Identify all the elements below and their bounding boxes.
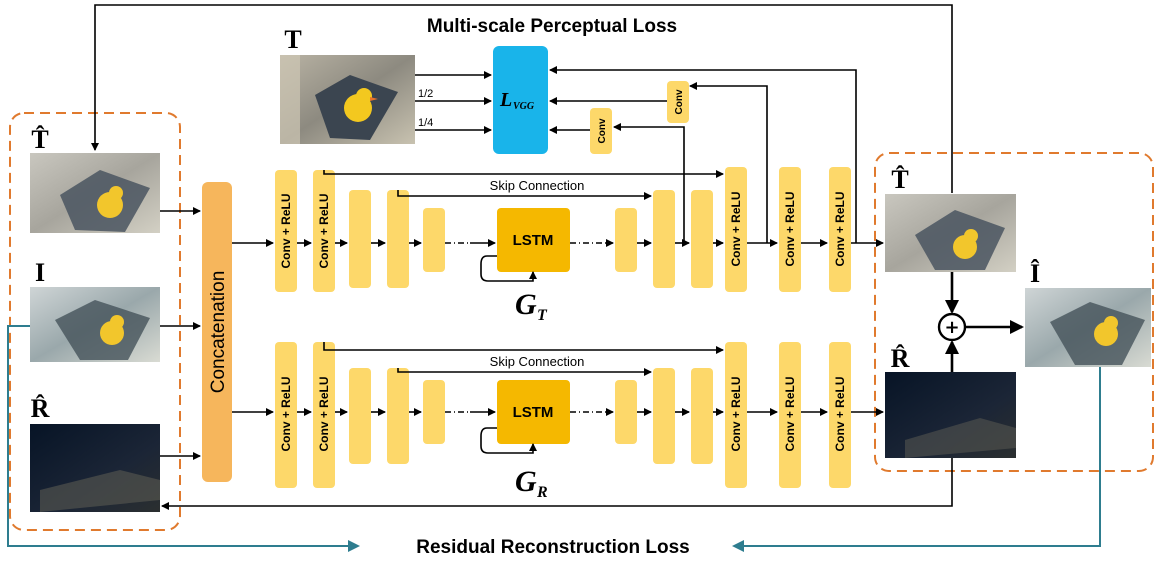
svg-text:LSTM: LSTM — [513, 404, 554, 421]
gt-decoder-conv1 — [725, 167, 747, 292]
gt-lstm-recurrent-loop — [480, 255, 537, 282]
svg-text:Conv + ReLU: Conv + ReLU — [783, 376, 797, 451]
output-t-image — [885, 194, 1016, 272]
residual-loss-right-line — [732, 367, 1101, 552]
gr-generator-label: G — [515, 465, 537, 498]
svg-text:Conv + ReLU: Conv + ReLU — [317, 193, 331, 268]
gt-encoder-block5 — [423, 208, 445, 272]
scale-quarter-feed — [613, 123, 685, 243]
perceptual-loss-title: Multi-scale Perceptual Loss — [427, 16, 677, 37]
residual-loss-label: Residual Reconstruction Loss — [416, 537, 689, 558]
gr-encoder-conv2 — [313, 342, 335, 488]
svg-text:LSTM: LSTM — [513, 232, 554, 249]
gt-encoder-conv2 — [313, 170, 335, 292]
input-r-label: R̂ — [31, 394, 50, 423]
gt-encoder-block3 — [349, 190, 371, 288]
top-recurrent-arrow — [91, 4, 953, 193]
vgg-loss-box — [493, 46, 548, 154]
gr-decoder-conv3 — [829, 342, 851, 488]
plus-icon: + — [944, 317, 959, 338]
scale-half-feed — [689, 82, 768, 243]
gr-encoder-block4 — [387, 368, 409, 464]
gt-decoder-block2 — [653, 190, 675, 288]
residual-loss-left-line — [7, 325, 360, 552]
gt-encoder-block4 — [387, 190, 409, 288]
gr-decoder-block2 — [653, 368, 675, 464]
branch-gr: Conv + ReLU Conv + ReLU LSTM Conv + ReLU… — [232, 342, 884, 488]
gt-lstm-block — [497, 208, 570, 272]
output-i-label: Î — [1030, 259, 1040, 288]
svg-text:Conv + ReLU: Conv + ReLU — [317, 376, 331, 451]
scale-quarter-label: 1/4 — [418, 117, 433, 129]
svg-text:Conv + ReLU: Conv + ReLU — [729, 191, 743, 266]
gt-generator-subscript: T — [537, 307, 548, 324]
ground-truth-label: T — [284, 25, 301, 54]
gr-encoder-block3 — [349, 368, 371, 464]
gt-generator-label: G — [515, 288, 537, 321]
gt-encoder-conv1 — [275, 170, 297, 292]
output-t-label: T̂ — [891, 165, 908, 194]
bottom-recurrent-arrow — [161, 458, 953, 510]
gt-decoder-block3 — [691, 190, 713, 288]
gr-generator-subscript: R — [536, 484, 548, 501]
input-i-image — [30, 287, 160, 362]
concatenation-block — [202, 182, 232, 482]
output-group-box — [874, 152, 1154, 472]
svg-text:Conv + ReLU: Conv + ReLU — [279, 193, 293, 268]
output-r-label: R̂ — [891, 344, 910, 373]
conv-block-half-label: Conv — [674, 89, 685, 114]
svg-text:Conv + ReLU: Conv + ReLU — [833, 191, 847, 266]
gr-skip-label: Skip Connection — [490, 354, 585, 369]
gt-decoder-conv2 — [779, 167, 801, 292]
gt-skip-inner — [397, 190, 652, 200]
gr-decoder-conv2 — [779, 342, 801, 488]
concatenation-label: Concatenation — [208, 271, 229, 394]
vgg-loss-label: L — [499, 89, 512, 111]
input-r-image — [30, 424, 160, 512]
input-t-image — [30, 153, 160, 233]
scale-half-label: 1/2 — [418, 88, 433, 100]
gt-decoder-block1 — [615, 208, 637, 272]
svg-text:Conv + ReLU: Conv + ReLU — [783, 191, 797, 266]
input-i-label: I — [35, 258, 45, 287]
ground-truth-image — [280, 55, 415, 144]
gr-lstm-recurrent-loop — [480, 427, 537, 454]
conv-block-quarter-label: Conv — [597, 118, 608, 143]
svg-text:Conv + ReLU: Conv + ReLU — [833, 376, 847, 451]
gr-decoder-block3 — [691, 368, 713, 464]
gr-lstm-block — [497, 380, 570, 444]
svg-text:Conv + ReLU: Conv + ReLU — [279, 376, 293, 451]
gr-encoder-conv1 — [275, 342, 297, 488]
gr-skip-inner — [397, 368, 652, 376]
conv-block-half — [667, 81, 689, 123]
output-to-vgg-arrow — [549, 66, 857, 243]
gt-decoder-conv3 — [829, 167, 851, 292]
gr-decoder-conv1 — [725, 342, 747, 488]
branch-gt: Conv + ReLU Conv + ReLU LSTM Conv + ReLU… — [232, 167, 884, 292]
svg-text:Conv + ReLU: Conv + ReLU — [729, 376, 743, 451]
output-i-image — [1025, 288, 1151, 367]
conv-block-quarter — [590, 108, 612, 154]
gt-skip-outer — [323, 170, 724, 178]
output-r-image — [885, 372, 1016, 458]
gr-encoder-block5 — [423, 380, 445, 444]
vgg-loss-subscript: VGG — [513, 101, 535, 112]
gr-decoder-block1 — [615, 380, 637, 444]
gr-skip-outer — [323, 342, 724, 354]
gt-skip-label: Skip Connection — [490, 178, 585, 193]
input-t-label: T̂ — [31, 125, 48, 154]
